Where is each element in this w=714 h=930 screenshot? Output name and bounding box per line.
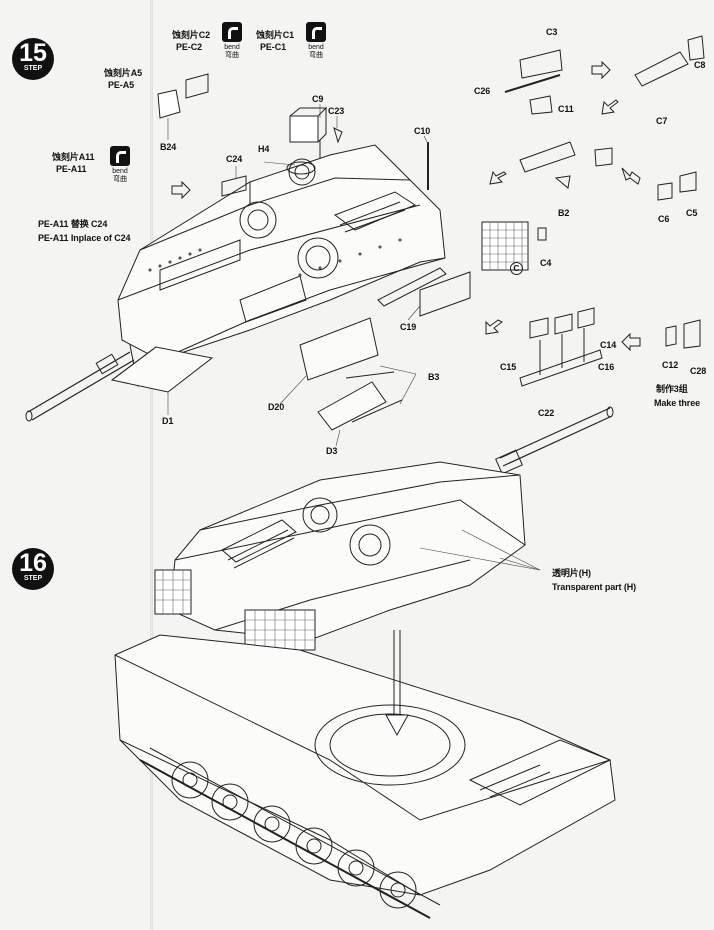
part-b3: B3 [428, 372, 440, 382]
transparent-part-cn: 透明片(H) [552, 568, 591, 578]
part-c7: C7 [656, 116, 668, 126]
pe-replace-en: PE-A11 Inplace of C24 [38, 233, 131, 243]
hull-step16 [114, 529, 616, 919]
part-c22: C22 [538, 408, 555, 418]
make-three-en: Make three [654, 398, 701, 408]
part-c19: C19 [400, 322, 417, 332]
pe-c2: PE-C2 [176, 42, 203, 52]
part-c14: C14 [600, 340, 617, 350]
step-15-number: 15 [19, 39, 47, 67]
bend-text-c1: bend 弯曲 [304, 44, 328, 60]
make-three-cn: 制作3组 [656, 384, 688, 394]
part-c3: C3 [546, 27, 558, 37]
pe-c2-cn: 蚀刻片C2 [172, 30, 211, 40]
pe-a11-cn: 蚀刻片A11 [52, 152, 95, 162]
bend-icon-c2 [222, 22, 242, 42]
part-c26: C26 [474, 86, 491, 96]
bend-label-en: bend [308, 44, 324, 51]
pe-c1: PE-C1 [260, 42, 287, 52]
turret-step15 [25, 35, 705, 447]
bend-label-cn: 弯曲 [309, 52, 323, 59]
pe-replace-cn: PE-A11 替换 C24 [38, 219, 108, 229]
part-c16: C16 [598, 362, 615, 372]
step-15-label: STEP [23, 65, 43, 72]
bend-text-c2: bend 弯曲 [220, 44, 244, 60]
part-d20: D20 [268, 402, 285, 412]
part-c8: C8 [694, 60, 706, 70]
page-fold [150, 0, 153, 930]
part-d3: D3 [326, 446, 338, 456]
part-c10: C10 [414, 126, 431, 136]
part-c23: C23 [328, 106, 345, 116]
part-c6: C6 [658, 214, 670, 224]
bend-label-en: bend [112, 168, 128, 175]
part-c12: C12 [662, 360, 679, 370]
step-16-number: 16 [19, 549, 47, 577]
part-d1: D1 [162, 416, 174, 426]
part-b24: B24 [160, 142, 177, 152]
bend-text-a11: bend 弯曲 [108, 168, 132, 184]
part-c-circle: C [510, 262, 523, 275]
step-15-badge: 15 STEP [12, 38, 54, 80]
pe-a5-cn: 蚀刻片A5 [104, 68, 143, 78]
pe-c1-cn: 蚀刻片C1 [256, 30, 295, 40]
bend-label-cn: 弯曲 [225, 52, 239, 59]
pe-a5: PE-A5 [108, 80, 135, 90]
part-h4: H4 [258, 144, 270, 154]
step-16-label: STEP [23, 575, 43, 582]
part-c28: C28 [690, 366, 707, 376]
bend-icon-a11 [110, 146, 130, 166]
part-c9: C9 [312, 94, 324, 104]
part-c5: C5 [686, 208, 698, 218]
bend-label-cn: 弯曲 [113, 176, 127, 183]
transparent-part-en: Transparent part (H) [552, 582, 637, 592]
part-c4: C4 [540, 258, 552, 268]
part-c15: C15 [500, 362, 517, 372]
step-16-badge: 16 STEP [12, 548, 54, 590]
part-b2: B2 [558, 208, 570, 218]
pe-a11: PE-A11 [56, 164, 87, 174]
bend-icon-c1 [306, 22, 326, 42]
part-c11: C11 [558, 104, 574, 114]
bend-label-en: bend [224, 44, 240, 51]
part-c24: C24 [226, 154, 243, 164]
turret-step16 [154, 406, 614, 651]
